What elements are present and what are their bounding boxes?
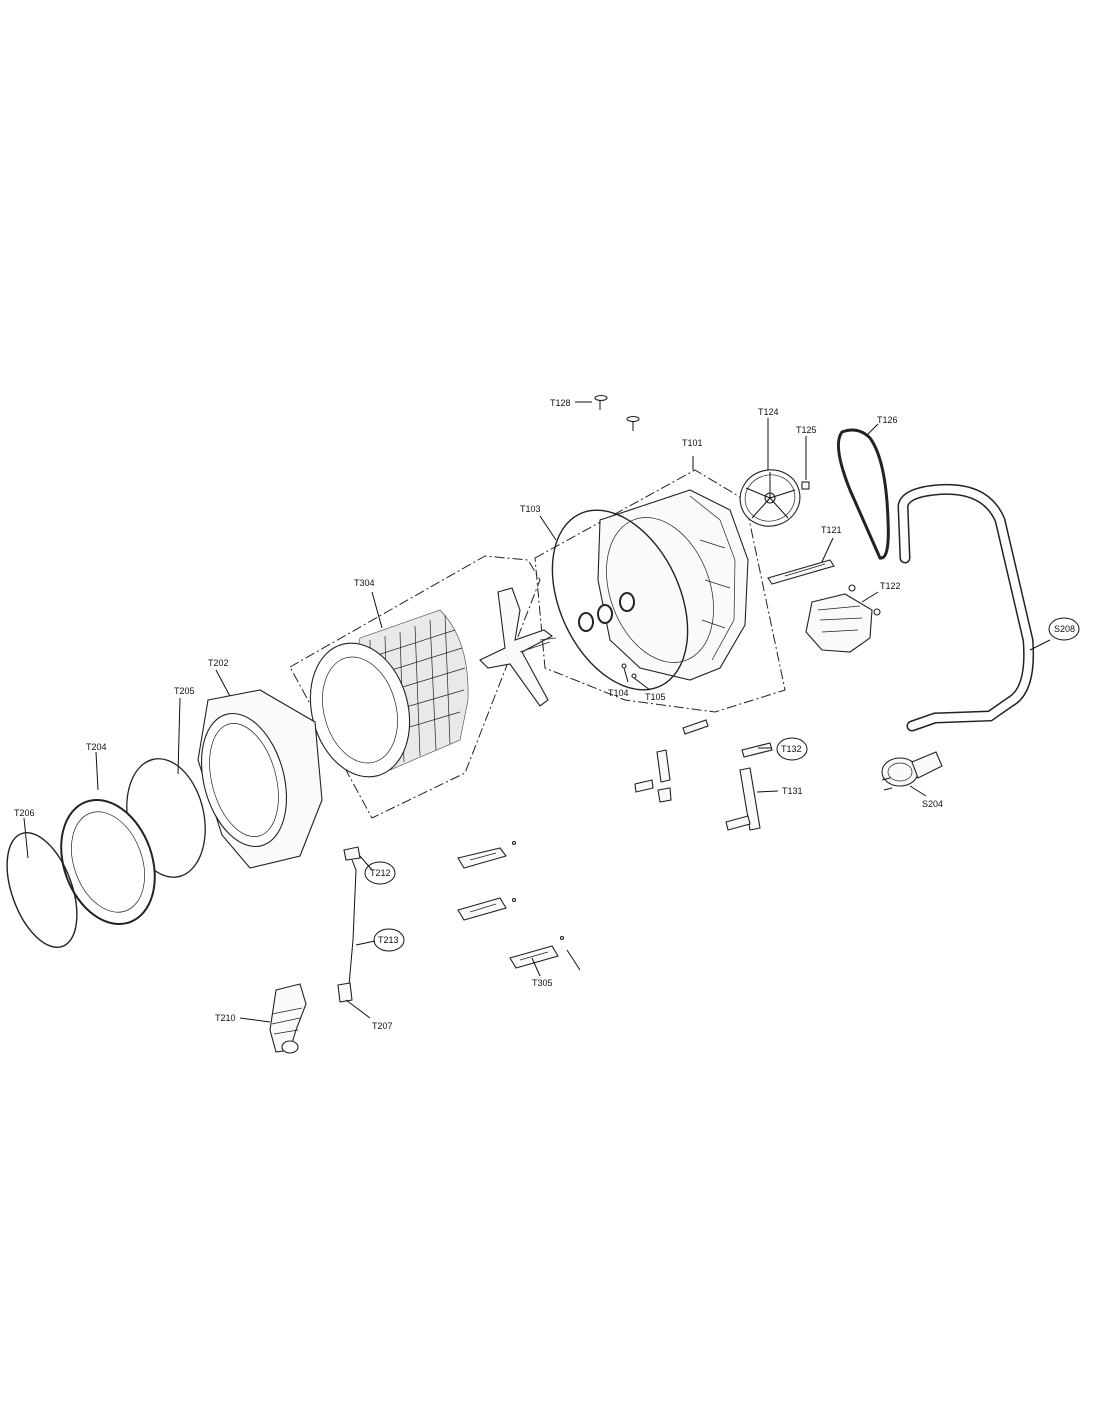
hose-s208: [897, 483, 1051, 732]
door-boot-t204: [60, 751, 156, 925]
label-t122: T122: [880, 581, 901, 591]
label-t125: T125: [796, 425, 817, 435]
label-t202: T202: [208, 658, 229, 668]
label-t204: T204: [86, 742, 107, 752]
dampers-t131: [634, 719, 779, 831]
label-s208: S208: [1054, 624, 1075, 634]
label-t131: T131: [782, 786, 803, 796]
label-t126: T126: [877, 415, 898, 425]
label-t304: T304: [354, 578, 375, 588]
bearings: [578, 592, 635, 632]
label-t124: T124: [758, 407, 779, 417]
label-t104: T104: [608, 688, 629, 698]
drain-pump-s204: [881, 751, 943, 797]
screw-t128: [575, 394, 640, 431]
drum-t304: [309, 591, 469, 778]
bolt-t125: [801, 436, 810, 490]
label-t305: T305: [532, 978, 553, 988]
drum-lifters-t305: [457, 840, 581, 977]
label-t121: T121: [821, 525, 842, 535]
pulley-t124: [739, 418, 801, 527]
label-s204: S204: [922, 799, 943, 809]
label-t212: T212: [370, 868, 391, 878]
screws-t104-t105: [621, 663, 651, 691]
label-t206: T206: [14, 808, 35, 818]
label-t128: T128: [550, 398, 571, 408]
circle-t213: [373, 928, 405, 952]
rear-tub-assembly-boundary: [534, 469, 786, 713]
circle-t212: [364, 861, 396, 885]
drum-spider: [479, 587, 557, 707]
bracket-t121: [767, 537, 835, 585]
label-t101: T101: [682, 438, 703, 448]
rear-tub-t101: [597, 456, 749, 681]
label-t103: T103: [520, 504, 541, 514]
motor-t122: [805, 584, 881, 653]
sensor-wire-t213: [337, 846, 376, 1019]
label-t132: T132: [781, 744, 802, 754]
drum-assembly-boundary: [289, 555, 541, 819]
label-t105: T105: [645, 692, 666, 702]
circle-s208: [1048, 617, 1080, 641]
label-t207: T207: [372, 1021, 393, 1031]
label-t210: T210: [215, 1013, 236, 1023]
belt-t126: [836, 423, 890, 560]
gasket-t103: [539, 509, 689, 691]
front-tub-t202: [197, 669, 323, 869]
label-t205: T205: [174, 686, 195, 696]
circle-t132: [776, 737, 808, 761]
pump-hose-t210: [239, 983, 307, 1054]
label-t213: T213: [378, 935, 399, 945]
clamp-t206: [6, 817, 78, 949]
